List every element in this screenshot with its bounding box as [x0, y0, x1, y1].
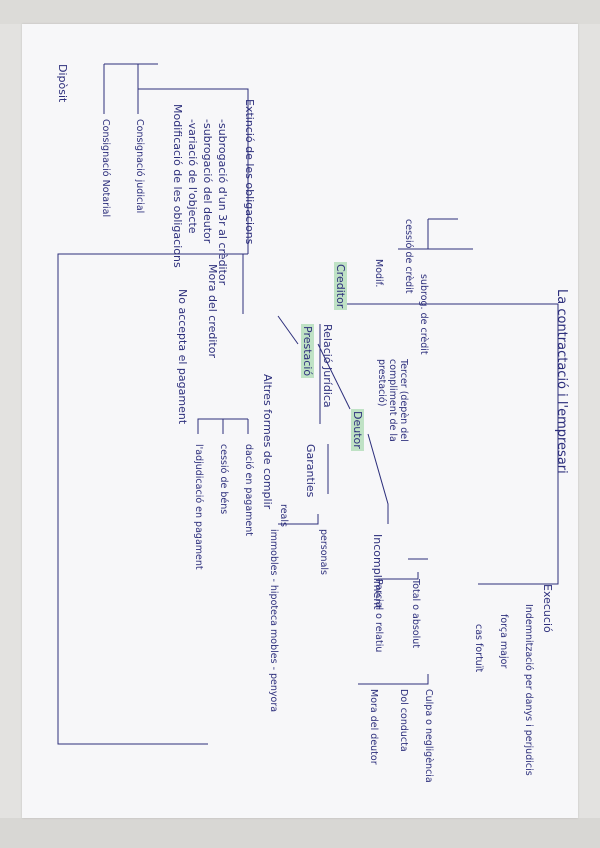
desk-background-bottom [0, 818, 600, 848]
modificacio-item-3: -subrogació d'un 3r al crèditor [216, 119, 229, 286]
execucio-forca-major: força major [498, 614, 509, 669]
execucio-label: Execució [541, 584, 554, 633]
forma-cessio-bens: cessió de béns [218, 444, 229, 515]
incompliment-total: Total o absolut [410, 579, 421, 649]
handwritten-sheet: La contractació i l'empresari Dipòsit Co… [22, 24, 578, 818]
garanties-label: Garanties [304, 444, 317, 498]
garanties-reals: reals [278, 504, 289, 527]
garanties-personals: personals [318, 529, 329, 575]
incompliment-bracket [378, 572, 419, 580]
prestacio-to-deutor [317, 343, 351, 410]
prestacio-highlight: Prestació [301, 324, 314, 379]
tercer-label: Tercer (depèn del compliment de la prest… [376, 359, 409, 442]
modificacio-item-2: -subrogació del deutor [201, 119, 214, 244]
prestacio-node: Prestació [300, 324, 314, 379]
altres-formes-label: Altres formes de complir [261, 374, 274, 510]
creditor-node: Creditor [333, 262, 347, 311]
bottom-loop-line [57, 253, 248, 745]
execucio-cas-fortuit: cas fortuït [473, 624, 484, 673]
subrog-credit-label: subrog. de crèdit [418, 274, 429, 355]
deutor-node: Deutor [350, 409, 364, 451]
garanties-bracket [278, 514, 319, 525]
incompliment-parcial: Parcial o relatiu [373, 579, 384, 653]
cessio-bracket [398, 218, 473, 250]
modificacio-item-1: -variació de l'objecte [186, 119, 199, 234]
no-accepta-label: No accepta el pagament [176, 289, 189, 425]
garanties-reals-items: immobles - hipoteca mobles - penyora [268, 529, 279, 713]
modificacio-heading: Modificació de les obligacions [171, 104, 184, 268]
mora-creditor-label: Mora del creditor [206, 264, 219, 358]
cessio-credit-label: cessió de crèdit [403, 219, 414, 294]
deposit-to-mora-line [138, 88, 249, 254]
relacio-juridica-label: Relació Jurídica [321, 324, 334, 408]
connector-lines [57, 63, 559, 745]
causa-mora-deutor: Mora del deutor [368, 689, 379, 765]
forma-dacio: dació en pagament [243, 444, 254, 536]
altres-formes-bracket [197, 418, 249, 434]
causa-culpa: Culpa o negligència [423, 689, 434, 783]
top-line-to-execucio [338, 303, 559, 585]
deutor-highlight: Deutor [351, 409, 364, 451]
forma-adjudicacio: l'adjudicació en pagament [193, 444, 204, 570]
deposit-consignacio-notarial: Consignació Notarial [100, 119, 111, 218]
modif-label: Modif. [373, 259, 384, 288]
desk-background-top [0, 0, 600, 24]
concept-map: La contractació i l'empresari Dipòsit Co… [22, 24, 578, 818]
creditor-highlight: Creditor [334, 262, 347, 311]
page-title: La contractació i l'empresari [554, 289, 569, 474]
extincio-label: Extinció de les obligacions [243, 99, 256, 245]
causes-bracket [358, 674, 429, 685]
deposit-consignacio-judicial: Consignació judicial [134, 119, 145, 214]
creditor-to-prestacio [277, 315, 299, 345]
deposit-label: Dipòsit [56, 64, 69, 103]
causa-dol: Dol conducta [398, 689, 409, 752]
deutor-to-incompliment [367, 433, 389, 524]
execucio-indemnitzacio: Indemnització per danys i perjudicis [523, 604, 534, 776]
